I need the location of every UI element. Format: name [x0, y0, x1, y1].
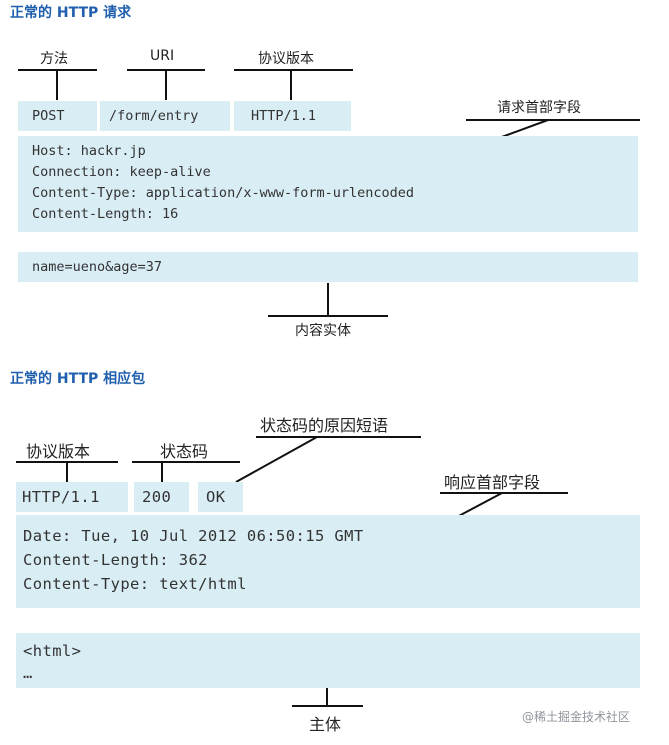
response-body-line: <html> [23, 642, 82, 660]
response-header-line: Content-Type: text/html [23, 575, 247, 593]
request-headers-box: Host: hackr.jp Connection: keep-alive Co… [18, 136, 638, 232]
response-version-value: HTTP/1.1 [22, 488, 100, 506]
response-headers-label: 响应首部字段 [444, 473, 541, 492]
request-header-line: Host: hackr.jp [32, 143, 146, 159]
response-version-label: 协议版本 [26, 442, 91, 461]
uri-box: /form/entry [100, 101, 230, 131]
response-headers-list: Date: Tue, 10 Jul 2012 06:50:15 GMT Cont… [23, 524, 364, 596]
version-value: HTTP/1.1 [251, 108, 317, 124]
request-header-line: Content-Length: 16 [32, 206, 179, 222]
reason-box: OK [198, 482, 243, 512]
status-code-label: 状态码 [160, 442, 209, 461]
request-headers-list: Host: hackr.jp Connection: keep-alive Co… [32, 141, 414, 225]
response-header-line: Date: Tue, 10 Jul 2012 06:50:15 GMT [23, 527, 364, 545]
uri-value: /form/entry [109, 108, 199, 124]
response-title: 正常的 HTTP 相应包 [10, 371, 146, 387]
watermark: @稀土掘金技术社区 [522, 710, 631, 724]
reason-label: 状态码的原因短语 [260, 416, 389, 435]
status-code-box: 200 [134, 482, 189, 512]
request-body-label: 内容实体 [295, 323, 351, 339]
request-headers-label: 请求首部字段 [497, 100, 581, 116]
response-body-line: … [23, 664, 33, 682]
method-value: POST [32, 108, 65, 124]
request-header-line: Content-Type: application/x-www-form-url… [32, 185, 415, 201]
request-body-value: name=ueno&age=37 [32, 259, 163, 275]
response-body-box: <html> … [16, 633, 640, 688]
status-code-value: 200 [142, 488, 172, 506]
response-body-label: 主体 [309, 715, 342, 734]
method-label: 方法 [40, 51, 68, 67]
request-header-line: Connection: keep-alive [32, 164, 211, 180]
request-title: 正常的 HTTP 请求 [10, 5, 132, 21]
request-body-box: name=ueno&age=37 [18, 252, 638, 282]
response-body-lines: <html> … [23, 639, 81, 683]
version-box: HTTP/1.1 [234, 101, 351, 131]
method-box: POST [18, 101, 97, 131]
response-header-line: Content-Length: 362 [23, 551, 208, 569]
uri-label: URI [150, 48, 175, 64]
version-label: 协议版本 [258, 51, 314, 67]
response-headers-box: Date: Tue, 10 Jul 2012 06:50:15 GMT Cont… [16, 515, 640, 608]
reason-value: OK [206, 488, 226, 506]
response-version-box: HTTP/1.1 [16, 482, 128, 512]
